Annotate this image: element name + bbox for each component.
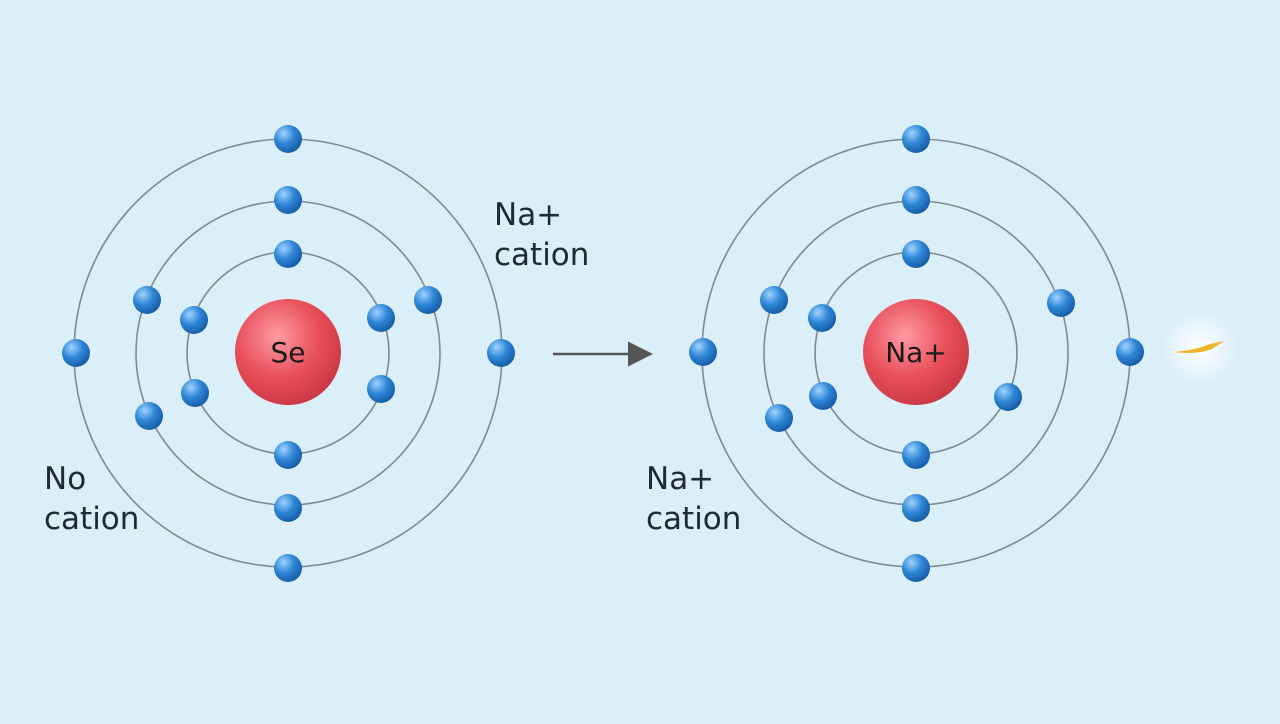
nucleus <box>863 299 969 405</box>
electron <box>133 286 161 314</box>
electron <box>808 304 836 332</box>
electron <box>689 338 717 366</box>
electron <box>180 306 208 334</box>
label-na-cation-bottom: Na+ cation <box>646 459 741 539</box>
electron <box>902 240 930 268</box>
label-line: cation <box>646 501 742 537</box>
electron <box>902 554 930 582</box>
electron <box>274 554 302 582</box>
electron <box>274 186 302 214</box>
label-na-cation-top: Na+ cation <box>494 195 589 275</box>
electron <box>902 441 930 469</box>
label-line: No <box>44 461 87 497</box>
electron <box>135 402 163 430</box>
escaping-electron <box>1162 310 1238 386</box>
left-atom: Se <box>62 125 515 582</box>
label-line: Na+ <box>646 461 715 497</box>
electron <box>902 494 930 522</box>
electron <box>487 339 515 367</box>
electron <box>902 186 930 214</box>
electron <box>274 441 302 469</box>
label-line: cation <box>44 501 140 537</box>
electron <box>367 375 395 403</box>
escaping-electron-streak <box>1174 341 1224 353</box>
nucleus <box>235 299 341 405</box>
label-line: cation <box>494 237 590 273</box>
electron <box>765 404 793 432</box>
nucleus-label: Se <box>271 336 306 369</box>
electron <box>902 125 930 153</box>
electron <box>181 379 209 407</box>
electron <box>274 240 302 268</box>
label-line: Na+ <box>494 197 563 233</box>
electron <box>367 304 395 332</box>
electron <box>1116 338 1144 366</box>
electron <box>274 494 302 522</box>
electron <box>62 339 90 367</box>
electron <box>274 125 302 153</box>
electron <box>414 286 442 314</box>
right-atom: Na+ <box>689 125 1144 582</box>
electron <box>1047 289 1075 317</box>
electron <box>760 286 788 314</box>
nucleus-label: Na+ <box>885 336 947 369</box>
electron <box>994 383 1022 411</box>
electron <box>809 382 837 410</box>
label-no-cation: No cation <box>44 459 139 539</box>
